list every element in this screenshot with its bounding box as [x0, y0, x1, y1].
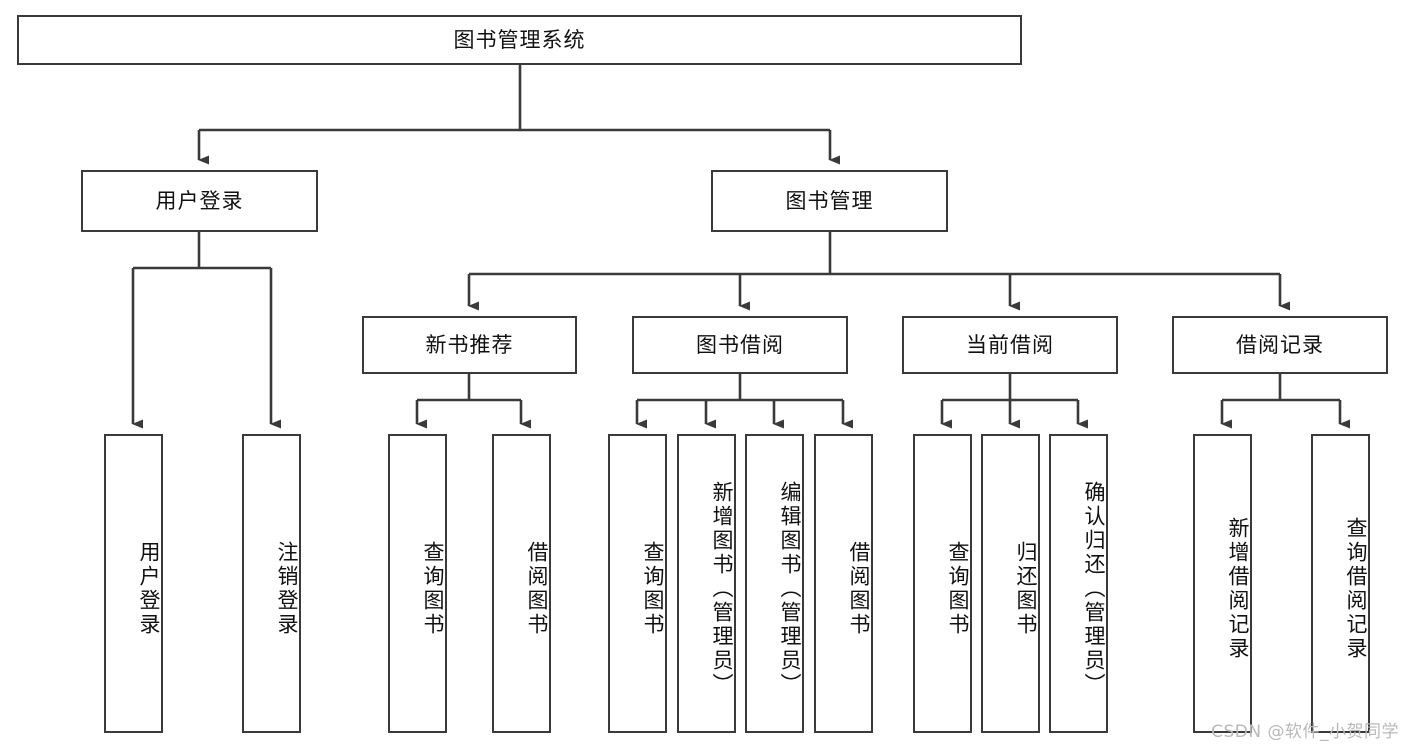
node-book-borrow-label: 图书借阅 [696, 332, 784, 357]
node-leaf-borrow-book-2[interactable]: 借阅图书 [814, 434, 873, 733]
node-leaf-confirm-return-label: 确认归还（管理员） [1082, 480, 1106, 697]
node-leaf-add-book-label: 新增图书（管理员） [710, 480, 734, 697]
node-book-manage-label: 图书管理 [785, 188, 874, 213]
node-leaf-user-login[interactable]: 用户登录 [104, 434, 163, 733]
node-book-borrow[interactable]: 图书借阅 [632, 316, 848, 374]
node-leaf-return-book[interactable]: 归还图书 [981, 434, 1040, 733]
node-leaf-query-book-1[interactable]: 查询图书 [388, 434, 447, 733]
node-book-manage[interactable]: 图书管理 [711, 170, 948, 232]
node-current-borrow-label: 当前借阅 [966, 332, 1054, 357]
node-leaf-borrow-book-1-label: 借阅图书 [525, 540, 549, 637]
node-leaf-query-record[interactable]: 查询借阅记录 [1311, 434, 1370, 733]
node-new-book-recommend[interactable]: 新书推荐 [362, 316, 577, 374]
node-leaf-edit-book-label: 编辑图书（管理员） [778, 480, 802, 697]
node-borrow-record[interactable]: 借阅记录 [1172, 316, 1388, 374]
node-leaf-query-book-3-label: 查询图书 [946, 540, 970, 637]
node-leaf-borrow-book-2-label: 借阅图书 [847, 540, 871, 637]
node-leaf-confirm-return[interactable]: 确认归还（管理员） [1049, 434, 1108, 733]
node-leaf-add-record-label: 新增借阅记录 [1226, 516, 1250, 661]
node-user-login-label: 用户登录 [155, 188, 244, 213]
node-leaf-query-book-2[interactable]: 查询图书 [608, 434, 667, 733]
node-leaf-add-book[interactable]: 新增图书（管理员） [677, 434, 736, 733]
node-leaf-user-logout-label: 注销登录 [275, 540, 299, 637]
node-new-book-recommend-label: 新书推荐 [425, 332, 514, 357]
node-root-system-label: 图书管理系统 [453, 27, 586, 52]
node-user-login[interactable]: 用户登录 [81, 170, 318, 232]
node-leaf-user-logout[interactable]: 注销登录 [242, 434, 301, 733]
node-current-borrow[interactable]: 当前借阅 [902, 316, 1118, 374]
node-leaf-query-book-3[interactable]: 查询图书 [913, 434, 972, 733]
node-leaf-borrow-book-1[interactable]: 借阅图书 [492, 434, 551, 733]
node-leaf-return-book-label: 归还图书 [1014, 540, 1038, 637]
node-root-system[interactable]: 图书管理系统 [17, 15, 1022, 65]
node-leaf-query-book-1-label: 查询图书 [421, 540, 445, 637]
node-leaf-edit-book[interactable]: 编辑图书（管理员） [745, 434, 804, 733]
node-leaf-query-book-2-label: 查询图书 [641, 540, 665, 637]
node-leaf-add-record[interactable]: 新增借阅记录 [1193, 434, 1252, 733]
node-leaf-query-record-label: 查询借阅记录 [1344, 516, 1368, 661]
node-borrow-record-label: 借阅记录 [1236, 332, 1324, 357]
node-leaf-user-login-label: 用户登录 [137, 540, 161, 637]
